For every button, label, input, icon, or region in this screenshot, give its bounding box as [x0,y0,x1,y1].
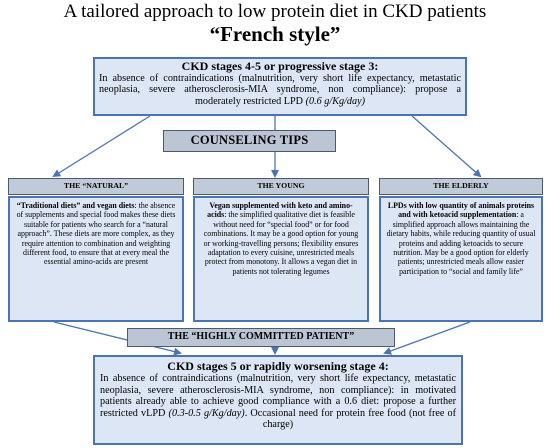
stage-4-5-text: In absence of contraindications (malnutr… [99,73,461,107]
young-header: THE YOUNG [193,178,369,195]
elderly-lead: LPDs with low quantity of animals protei… [387,201,535,220]
young-lead: Vegan supplemented with keto and amino-a… [207,201,353,220]
main-title: A tailored approach to low protein diet … [63,1,487,22]
natural-lead: “Traditional diets” and vegan diets [16,201,135,210]
arrow-elderly-to-bottom [383,321,471,355]
natural-header: THE “NATURAL” [8,178,184,195]
subtitle: “French style” [209,22,341,46]
arrow-natural-to-bottom [53,321,182,356]
stage-5-text-end: . Occasional need for protein free food … [244,407,457,431]
stage-4-5-box: CKD stages 4-5 or progressive stage 3: I… [93,57,467,116]
stage-5-text: In absence of contraindications (malnutr… [100,373,456,419]
young-box: Vegan supplemented with keto and amino-a… [193,196,369,322]
stage-4-5-heading: CKD stages 4-5 or progressive stage 3: [181,59,379,73]
young-text: : the simplified qualitative diet is fea… [203,210,359,276]
arrow-to-natural [52,115,151,178]
stage-5-heading: CKD stages 5 or rapidly worsening stage … [167,359,389,373]
counseling-tips-label: COUNSELING TIPS [163,130,336,152]
stage-5-box: CKD stages 5 or rapidly worsening stage … [93,355,463,445]
natural-box: “Traditional diets” and vegan diets: the… [8,196,184,322]
natural-text: : the absence of supplements and special… [16,201,176,267]
stage-5-dose: (0.3-0.5 g/Kg/day) [168,407,245,419]
stage-4-5-dose: (0.6 g/Kg/day) [305,95,366,107]
arrow-to-elderly [411,115,482,178]
elderly-text: : a simplified approach allows maintaini… [386,210,536,276]
elderly-header: THE ELDERLY [379,178,543,195]
elderly-box: LPDs with low quantity of animals protei… [379,196,543,322]
highly-committed-label: THE “HIGHLY COMMITTED PATIENT” [127,328,395,347]
